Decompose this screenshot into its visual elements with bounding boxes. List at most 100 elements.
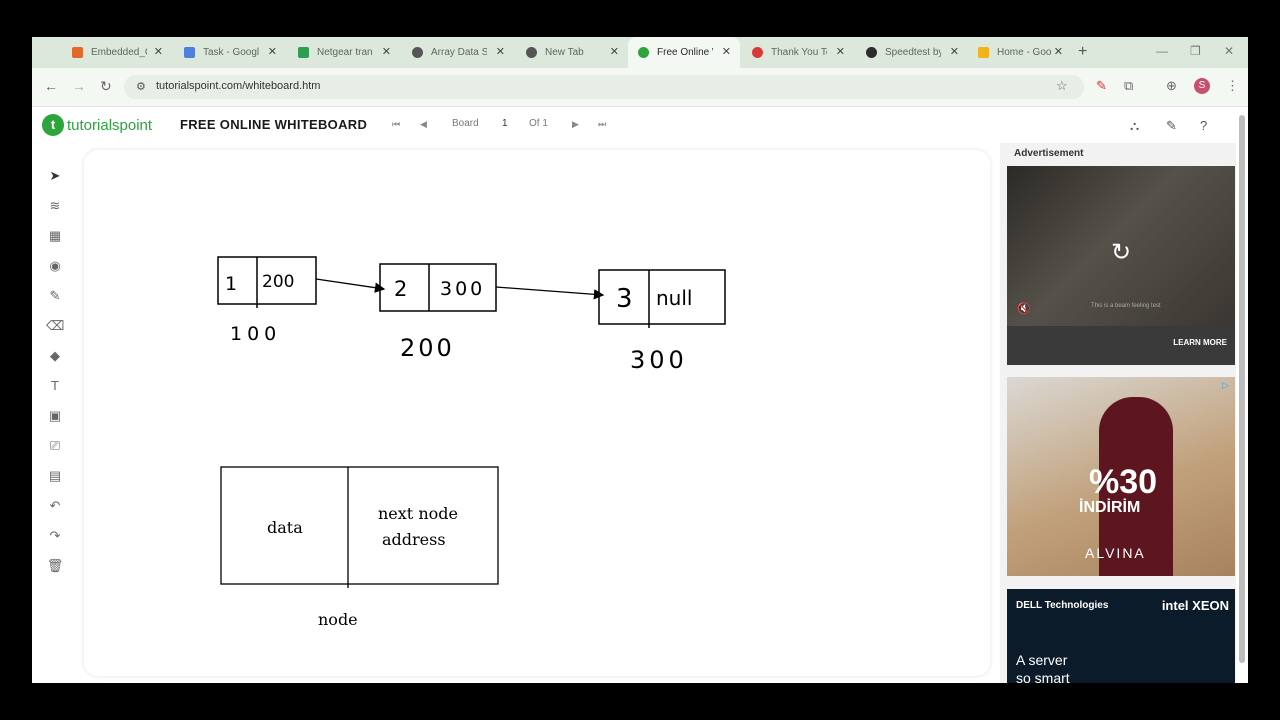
discount-word: İNDİRİM bbox=[1079, 499, 1141, 516]
model-figure bbox=[1099, 397, 1173, 576]
extensions-icon[interactable]: ⧉ bbox=[1124, 78, 1134, 93]
tab-home-google[interactable]: Home - Goo ✕ bbox=[968, 37, 1072, 68]
next-board-icon[interactable]: ▶ bbox=[572, 119, 579, 129]
tab-favicon-icon bbox=[526, 47, 537, 58]
tab-speedtest[interactable]: Speedtest by ✕ bbox=[856, 37, 968, 68]
ad-label: Advertisement bbox=[1014, 148, 1084, 159]
address-bar[interactable]: ⚙ tutorialspoint.com/whiteboard.htm bbox=[124, 75, 1084, 99]
tab-array-data[interactable]: Array Data S ✕ bbox=[402, 37, 514, 68]
close-icon[interactable]: ✕ bbox=[721, 46, 731, 58]
tutorialspoint-logo[interactable]: t tutorialspoint bbox=[42, 114, 152, 136]
close-icon[interactable]: ✕ bbox=[949, 46, 959, 58]
maximize-icon[interactable]: ❐ bbox=[1190, 44, 1201, 58]
share-icon[interactable]: ⛬ bbox=[1130, 118, 1140, 133]
page-scrollbar[interactable] bbox=[1238, 109, 1246, 669]
tab-new-tab[interactable]: New Tab ✕ bbox=[516, 37, 628, 68]
bookmark-star-icon[interactable]: ☆ bbox=[1056, 78, 1068, 93]
tab-favicon-icon bbox=[298, 47, 309, 58]
navigation-bar: ← → ↻ ⚙ tutorialspoint.com/whiteboard.ht… bbox=[32, 68, 1248, 107]
avatar[interactable]: S bbox=[1194, 78, 1210, 94]
learn-more-button[interactable]: LEARN MORE bbox=[1173, 338, 1227, 347]
board-label: Board bbox=[452, 118, 479, 129]
tab-thank-you[interactable]: Thank You To ✕ bbox=[742, 37, 854, 68]
node-legend-box bbox=[220, 466, 499, 585]
tab-favicon-icon bbox=[978, 47, 989, 58]
adchoices-icon[interactable]: ▷ bbox=[1222, 380, 1229, 390]
tab-title: Task - Google bbox=[203, 47, 259, 58]
tab-title: Array Data S bbox=[431, 47, 487, 58]
board-number-input[interactable]: 1 bbox=[502, 118, 508, 129]
mute-icon[interactable]: 🔇 bbox=[1017, 303, 1031, 315]
whiteboard-drawing: 1 200 100 2 300 200 3 null 300 data next… bbox=[217, 256, 726, 629]
tab-favicon-icon bbox=[752, 47, 763, 58]
close-icon[interactable]: ✕ bbox=[153, 46, 163, 58]
minimize-icon[interactable]: — bbox=[1156, 44, 1168, 58]
select-arrow-icon[interactable]: ➤ bbox=[49, 168, 61, 183]
pointer-arrow bbox=[315, 278, 386, 293]
tab-free-online-whiteboard[interactable]: Free Online W ✕ bbox=[628, 37, 740, 68]
video-ad[interactable]: ↻ 🔇 This is a beam feeling test LEARN MO… bbox=[1007, 166, 1235, 365]
pen-extension-icon[interactable]: ✎ bbox=[1096, 78, 1107, 93]
replay-icon[interactable]: ↻ bbox=[1111, 239, 1132, 266]
forward-arrow-icon[interactable]: → bbox=[72, 78, 86, 94]
reload-icon[interactable]: ↻ bbox=[100, 78, 112, 94]
list-node-box bbox=[598, 269, 726, 325]
window-close-icon[interactable]: ✕ bbox=[1224, 44, 1235, 58]
undo-icon[interactable]: ↶ bbox=[49, 498, 61, 513]
trash-icon[interactable]: 🗑 bbox=[46, 558, 64, 573]
node-address: 300 bbox=[630, 346, 688, 374]
presentation-icon[interactable]: ⎚ bbox=[49, 438, 61, 453]
grid-icon[interactable]: ▦ bbox=[48, 228, 62, 243]
text-tool-icon[interactable]: T bbox=[51, 378, 59, 393]
intel-logo: intel XEON bbox=[1161, 598, 1229, 613]
site-info-icon[interactable]: ⚙ bbox=[136, 81, 146, 93]
pointer-arrow bbox=[495, 286, 605, 300]
previous-board-icon[interactable]: ◀ bbox=[420, 119, 427, 129]
ad-panel: Advertisement ↻ 🔇 This is a beam feeling… bbox=[1000, 143, 1236, 683]
discount-percent: %30 bbox=[1089, 463, 1158, 501]
new-tab-button[interactable]: + bbox=[1078, 43, 1088, 60]
last-board-icon[interactable]: ⏭ bbox=[598, 119, 607, 129]
close-icon[interactable]: ✕ bbox=[1053, 46, 1063, 58]
scrollbar-thumb[interactable] bbox=[1239, 115, 1245, 663]
node-next: 300 bbox=[440, 278, 485, 300]
logo-text: tutorialspoint bbox=[67, 116, 153, 134]
menu-kebab-icon[interactable]: ⋮ bbox=[1226, 78, 1239, 93]
color-palette-icon[interactable]: ◉ bbox=[49, 258, 61, 273]
list-node-box bbox=[217, 256, 317, 305]
close-icon[interactable]: ✕ bbox=[495, 46, 505, 58]
image-icon[interactable]: ▣ bbox=[48, 408, 62, 423]
tab-netgear[interactable]: Netgear tran ✕ bbox=[288, 37, 400, 68]
close-icon[interactable]: ✕ bbox=[835, 46, 845, 58]
tab-title: Thank You To bbox=[771, 47, 827, 58]
tab-title: New Tab bbox=[545, 47, 584, 58]
browser-window: Embedded_C ✕ Task - Google ✕ Netgear tra… bbox=[32, 37, 1248, 683]
shapes-icon[interactable]: ◆ bbox=[50, 348, 60, 363]
download-icon[interactable]: ⊕ bbox=[1166, 78, 1177, 93]
help-icon[interactable]: ? bbox=[1200, 118, 1208, 133]
close-icon[interactable]: ✕ bbox=[609, 46, 619, 58]
node-next: null bbox=[656, 286, 692, 310]
node-data: 3 bbox=[616, 284, 633, 314]
pencil-icon[interactable]: ✎ bbox=[49, 288, 61, 303]
close-icon[interactable]: ✕ bbox=[381, 46, 391, 58]
eraser-icon[interactable]: ⌫ bbox=[46, 318, 65, 333]
tab-title: Home - Goo bbox=[997, 47, 1052, 58]
screen-share-icon[interactable]: ▤ bbox=[48, 468, 62, 483]
back-arrow-icon[interactable]: ← bbox=[44, 78, 58, 94]
server-ad[interactable]: DELL Technologies intel XEON A server so… bbox=[1007, 589, 1235, 683]
redo-icon[interactable]: ↷ bbox=[49, 528, 61, 543]
tab-task-google[interactable]: Task - Google ✕ bbox=[174, 37, 286, 68]
layers-icon[interactable]: ≋ bbox=[49, 198, 61, 213]
fashion-ad[interactable]: ▷ %30 İNDİRİM ALVINA bbox=[1007, 377, 1235, 576]
edit-icon[interactable]: ✎ bbox=[1166, 118, 1177, 133]
whiteboard-canvas[interactable]: 1 200 100 2 300 200 3 null 300 data next… bbox=[84, 150, 990, 676]
ad-tagline-1: A server bbox=[1016, 652, 1068, 668]
first-board-icon[interactable]: ⏮ bbox=[392, 119, 401, 129]
legend-data-label: data bbox=[267, 518, 303, 537]
node-address: 100 bbox=[230, 323, 281, 345]
close-icon[interactable]: ✕ bbox=[267, 46, 277, 58]
tab-embedded-c[interactable]: Embedded_C ✕ bbox=[62, 37, 172, 68]
node-data: 1 bbox=[225, 273, 237, 295]
node-address: 200 bbox=[400, 334, 455, 362]
